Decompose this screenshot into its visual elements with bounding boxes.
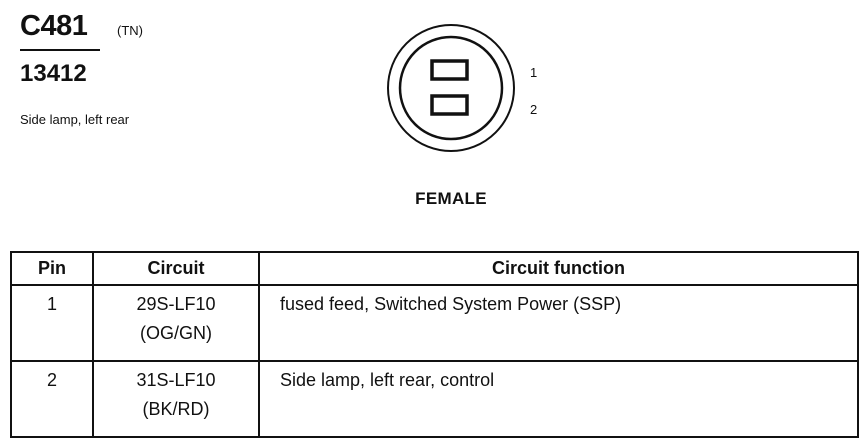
header-circuit-function: Circuit function: [258, 251, 859, 286]
pin-label-2: 2: [530, 102, 537, 117]
circuit-function-cell: fused feed, Switched System Power (SSP): [258, 284, 859, 362]
circuit-code: 31S-LF10: [136, 370, 216, 390]
pin-cell: 1: [10, 284, 94, 362]
circuit-code: 29S-LF10: [136, 294, 216, 314]
header-pin: Pin: [10, 251, 94, 286]
connector-gender-label: FEMALE: [415, 189, 487, 208]
header-divider: [20, 49, 100, 51]
circuit-function-cell: Side lamp, left rear, control: [258, 360, 859, 438]
pin-cell: 2: [10, 360, 94, 438]
header-circuit: Circuit: [92, 251, 260, 286]
circuit-cell: 29S-LF10 (OG/GN): [92, 284, 260, 362]
connector-description: Side lamp, left rear: [20, 112, 130, 127]
pinout-table: Pin Circuit Circuit function 1 29S-LF10 …: [10, 251, 859, 438]
connector-face-view: 1 2: [384, 20, 564, 180]
circuit-cell: 31S-LF10 (BK/RD): [92, 360, 260, 438]
connector-suffix: (TN): [117, 23, 143, 38]
table-row: 2 31S-LF10 (BK/RD) Side lamp, left rear,…: [10, 360, 859, 438]
connector-id: C481: [20, 10, 88, 42]
pin-cavity-1: [430, 59, 469, 81]
wire-color: (OG/GN): [140, 323, 212, 343]
connector-outer-ring: [387, 24, 515, 152]
table-header-row: Pin Circuit Circuit function: [10, 251, 859, 286]
pin-cavity-2: [430, 94, 469, 116]
wire-color: (BK/RD): [142, 399, 210, 419]
connector-inner-ring: [398, 35, 504, 141]
pin-label-1: 1: [530, 65, 537, 80]
table-row: 1 29S-LF10 (OG/GN) fused feed, Switched …: [10, 284, 859, 362]
part-number: 13412: [20, 60, 87, 87]
